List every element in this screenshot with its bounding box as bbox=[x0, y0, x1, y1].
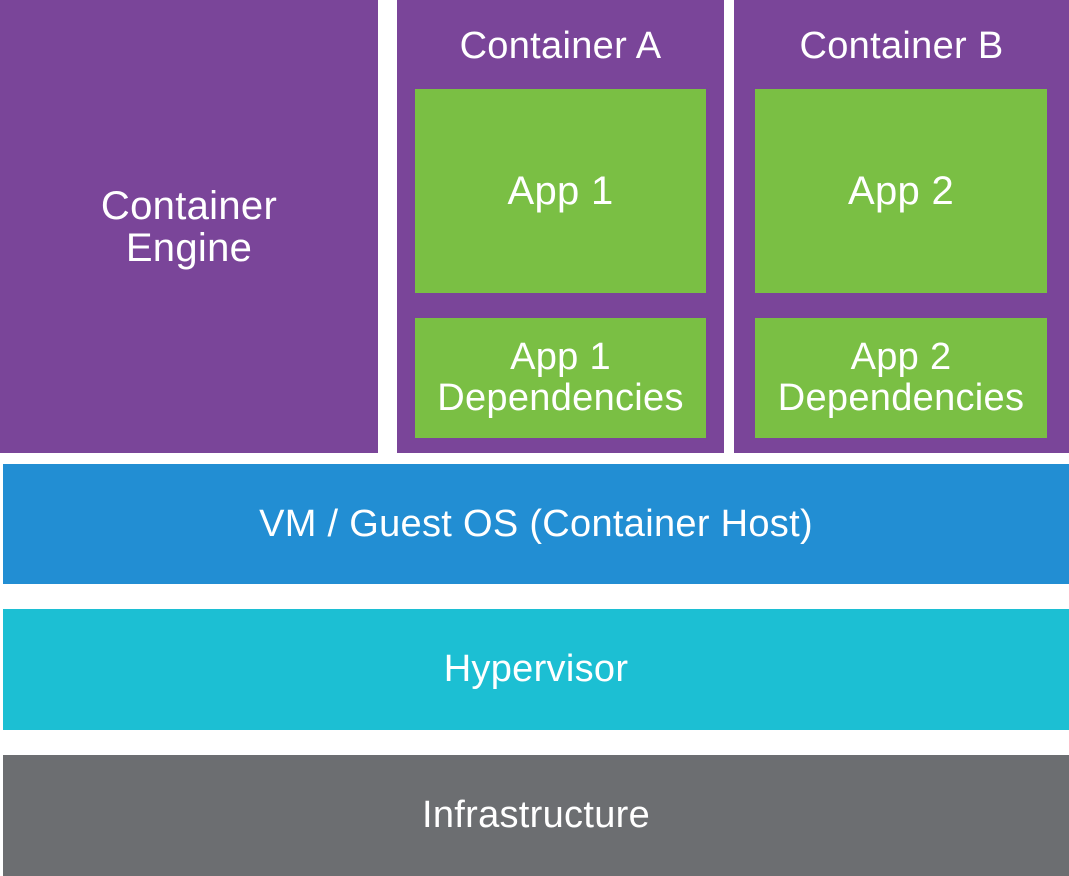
container-engine-block: Container Engine bbox=[0, 0, 378, 453]
app-2-box: App 2 bbox=[755, 89, 1047, 293]
container-b-block: Container B App 2 App 2 Dependencies bbox=[734, 0, 1069, 453]
container-b-title: Container B bbox=[799, 25, 1004, 67]
app-2-dependencies-label: App 2 Dependencies bbox=[777, 336, 1025, 419]
infrastructure-label: Infrastructure bbox=[421, 794, 651, 836]
app-1-dependencies-label: App 1 Dependencies bbox=[437, 336, 684, 419]
vm-guest-os-label: VM / Guest OS (Container Host) bbox=[259, 502, 813, 545]
app-1-box: App 1 bbox=[415, 89, 706, 293]
container-a-title: Container A bbox=[459, 25, 662, 67]
hypervisor-label: Hypervisor bbox=[443, 648, 629, 690]
container-a-block: Container A App 1 App 1 Dependencies bbox=[397, 0, 724, 453]
vm-guest-os-layer: VM / Guest OS (Container Host) bbox=[3, 464, 1069, 584]
infrastructure-layer: Infrastructure bbox=[3, 755, 1069, 876]
hypervisor-layer: Hypervisor bbox=[3, 609, 1069, 730]
container-engine-label: Container Engine bbox=[100, 183, 278, 270]
app-2-dependencies-box: App 2 Dependencies bbox=[755, 318, 1047, 438]
app-1-label: App 1 bbox=[507, 169, 614, 213]
app-2-label: App 2 bbox=[847, 169, 955, 213]
app-1-dependencies-box: App 1 Dependencies bbox=[415, 318, 706, 438]
